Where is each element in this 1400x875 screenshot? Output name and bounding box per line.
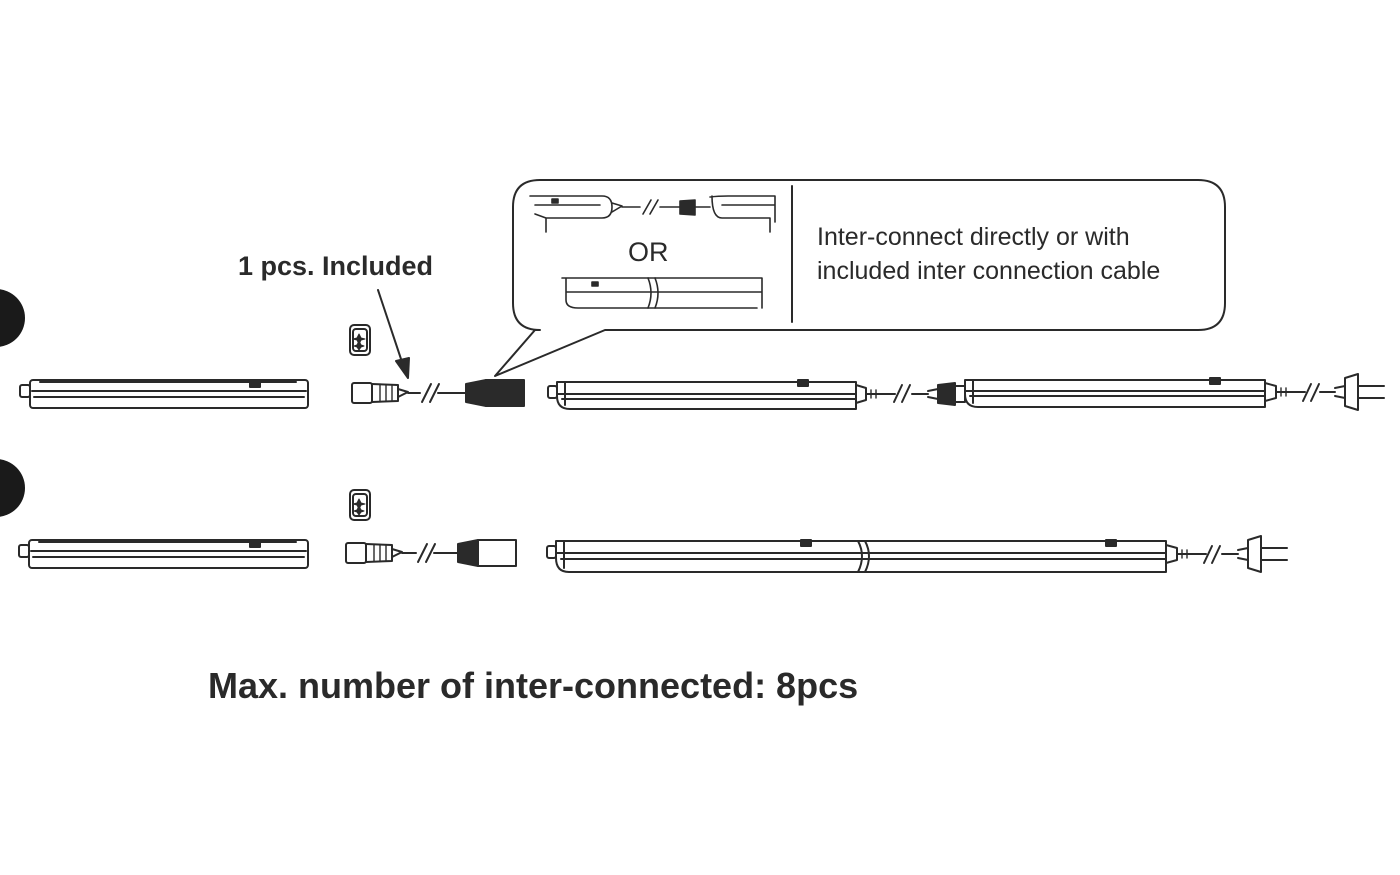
- row1-light-1: [19, 379, 309, 409]
- callout-text-line-2: included inter connection cable: [817, 257, 1160, 285]
- row1-light-3: [964, 377, 1299, 408]
- row2-inter-connection-cable: [345, 539, 517, 567]
- row1-power-plug: [1297, 373, 1385, 411]
- row1-cable-break-1: [879, 382, 966, 406]
- step-1-badge: [0, 289, 25, 347]
- callout-cable-connection-illustration: [529, 195, 776, 233]
- row1-light-2: [547, 379, 881, 410]
- step-2-badge: [0, 459, 25, 517]
- callout-direct-connection-illustration: [561, 277, 763, 309]
- row2-power-plug: [1199, 535, 1288, 573]
- callout-bubble: [494, 179, 1226, 377]
- row2-light-1: [18, 539, 309, 569]
- row2-joined-lights: [546, 539, 1201, 573]
- included-arrow-head: [395, 357, 410, 379]
- callout-or-label: OR: [628, 237, 669, 267]
- row2-connector-plug-icon: [349, 489, 371, 521]
- max-interconnected-label: Max. number of inter-connected: 8pcs: [208, 665, 858, 706]
- row1-connector-plug-icon: [349, 324, 371, 356]
- callout-text-line-1: Inter-connect directly or with: [817, 223, 1130, 251]
- included-label: 1 pcs. Included: [238, 251, 433, 281]
- included-arrow: [377, 289, 405, 369]
- row1-inter-connection-cable: [351, 379, 525, 407]
